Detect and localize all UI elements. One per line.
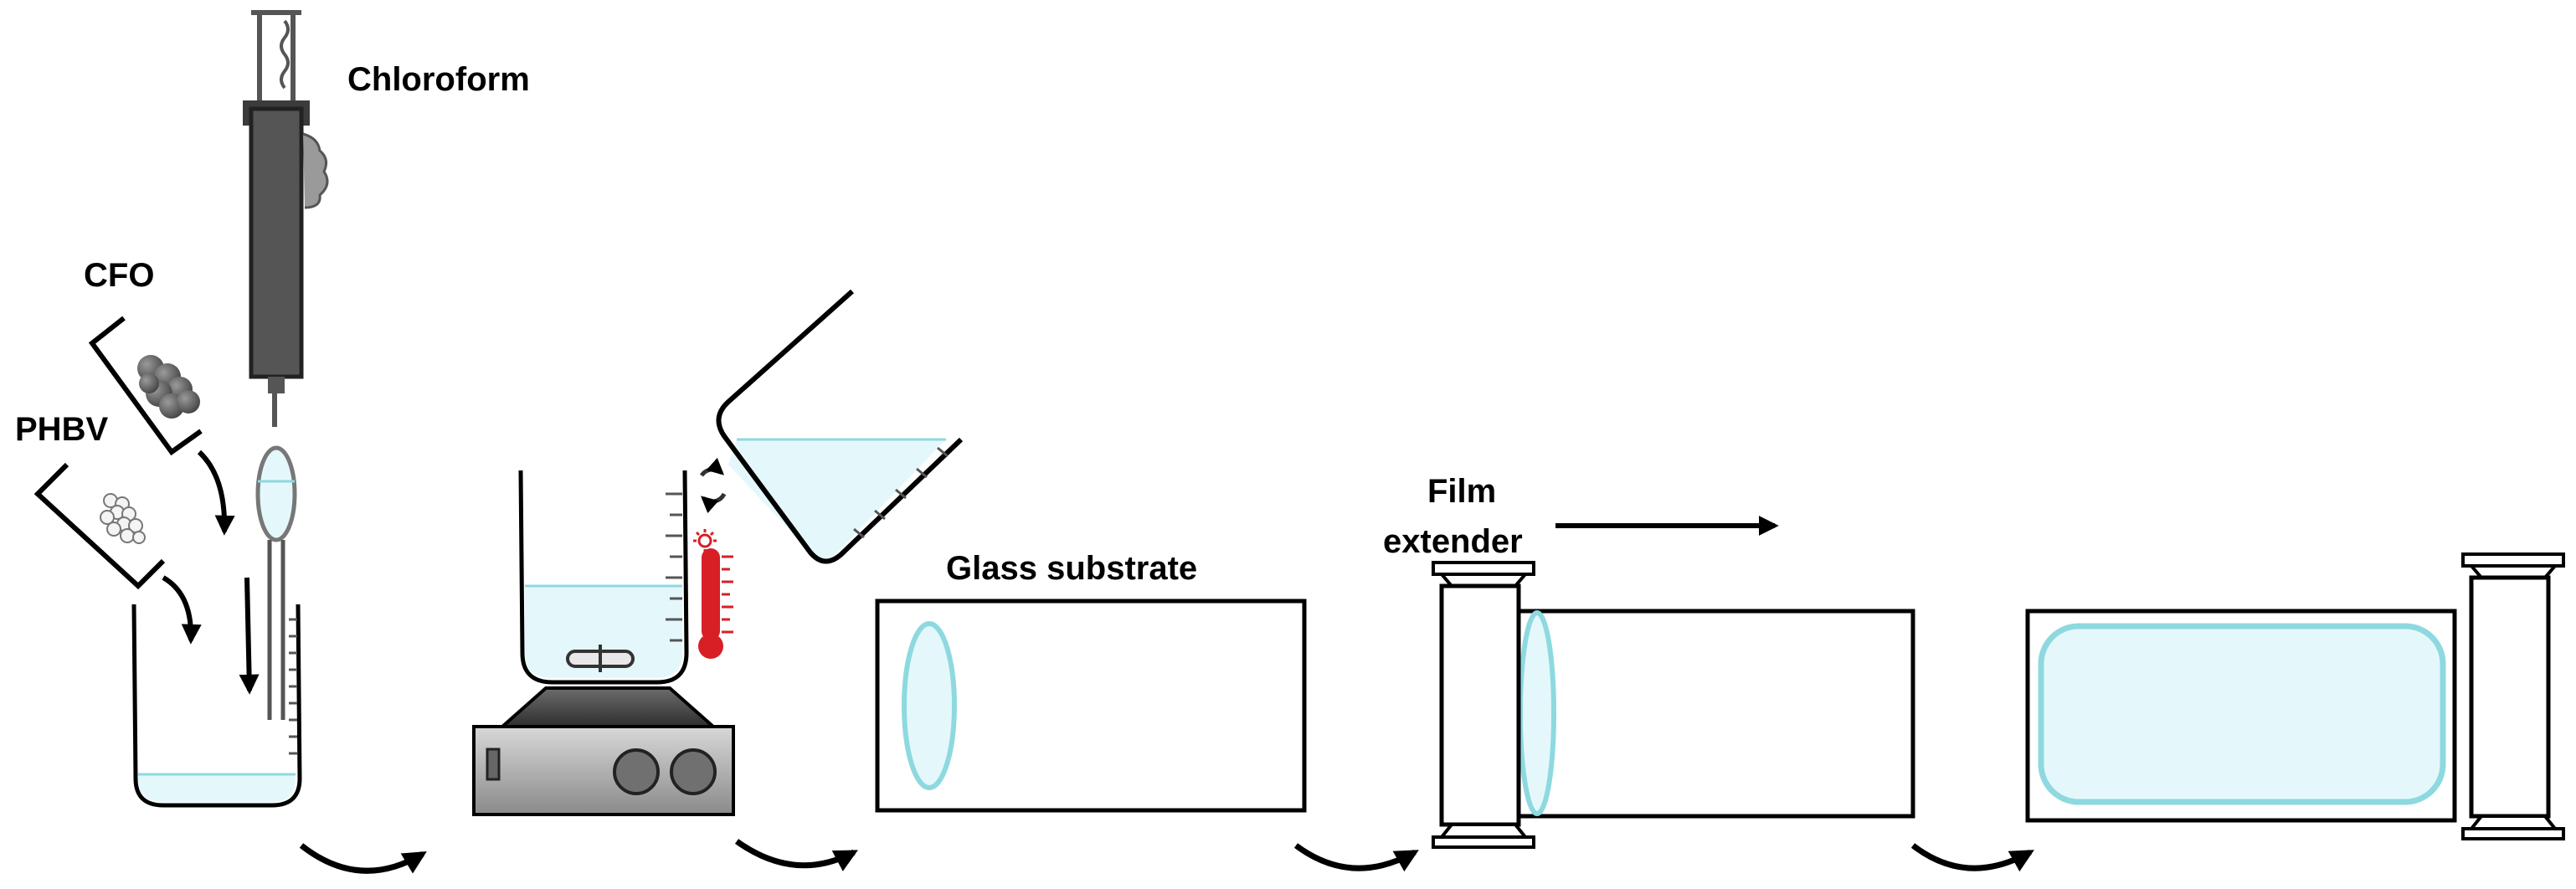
step-5-cast-film <box>2025 552 2565 840</box>
cast-film <box>2038 623 2446 805</box>
phbv-pellets-icon <box>100 493 146 544</box>
phbv-weighing-boat <box>33 462 166 590</box>
step-3-glass-substrate <box>875 599 1307 813</box>
rotation-icon <box>699 457 727 514</box>
arrow-icon <box>197 450 235 536</box>
step-arrow-icon <box>1293 843 1419 872</box>
step-arrow-icon <box>734 839 858 871</box>
arrow-icon <box>239 577 260 695</box>
cfo-weighing-boat <box>88 316 203 456</box>
beaker-icon <box>131 604 302 808</box>
step-4-film-extender <box>1432 516 1915 849</box>
solution-drop <box>1518 610 1556 816</box>
label-film-extender-line2: extender <box>1383 523 1523 560</box>
syringe-icon <box>243 10 329 720</box>
solution-drop <box>902 621 957 790</box>
cfo-particles-icon <box>137 355 200 419</box>
step-1-mixing <box>33 10 329 808</box>
step-2-stirring <box>472 289 964 816</box>
glass-substrate-icon <box>1509 609 1915 819</box>
thermometer-icon <box>693 529 733 659</box>
pouring-beaker-icon <box>716 289 964 564</box>
beaker-icon <box>518 470 689 685</box>
arrow-icon <box>162 575 202 645</box>
label-chloroform: Chloroform <box>347 61 530 98</box>
label-phbv: PHBV <box>15 411 108 448</box>
label-cfo: CFO <box>84 257 154 294</box>
step-arrow-icon <box>1910 843 2034 872</box>
label-film-extender-line1: Film <box>1427 473 1496 510</box>
step-arrow-icon <box>299 843 427 874</box>
film-extender-icon <box>1432 561 1535 849</box>
magnetic-stirrer-icon <box>472 686 735 816</box>
label-glass-substrate: Glass substrate <box>946 550 1197 587</box>
film-extender-icon <box>2461 552 2565 840</box>
